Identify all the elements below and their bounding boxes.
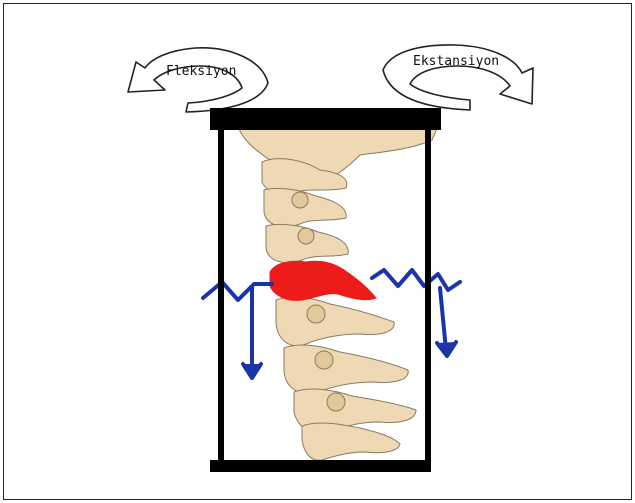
flexion-label: Fleksiyon	[166, 64, 236, 79]
frame-bottom-bar	[210, 460, 431, 472]
extension-label: Ekstansiyon	[413, 54, 499, 69]
frame-top-bar	[210, 108, 441, 130]
frame-right-post	[425, 130, 431, 460]
frame-left-post	[218, 130, 224, 460]
